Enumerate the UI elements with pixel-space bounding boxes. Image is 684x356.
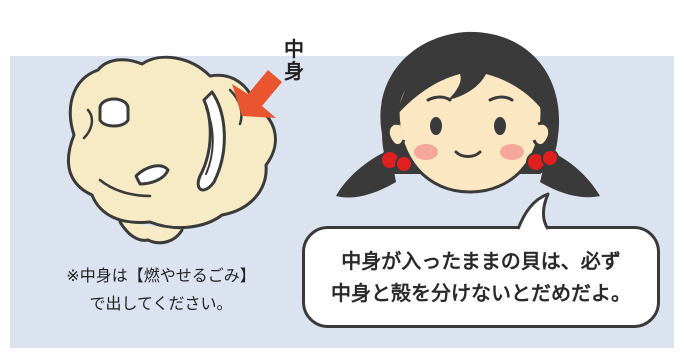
nakami-label-line1: 中 [284, 37, 304, 61]
speech-bubble-line2: 中身と殻を分けないとだめだよ。 [331, 281, 631, 305]
disposal-note: ※中身は【燃やせるごみ】 で出してください。 [36, 262, 286, 318]
disposal-note-line2: で出してください。 [89, 294, 233, 313]
nakami-label: 中 身 [282, 38, 306, 82]
speech-bubble: 中身が入ったままの貝は、必ず 中身と殻を分けないとだめだよ。 [302, 226, 660, 328]
speech-bubble-line1: 中身が入ったままの貝は、必ず [341, 249, 621, 273]
disposal-note-line1: ※中身は【燃やせるごみ】 [66, 266, 256, 285]
nakami-label-line2: 身 [284, 59, 304, 83]
